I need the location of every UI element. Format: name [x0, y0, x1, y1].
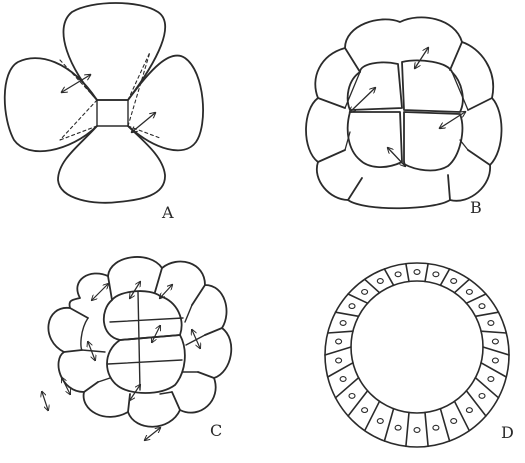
panel-d-cell-wall: [365, 401, 380, 430]
panel-d-nucleus: [362, 290, 368, 295]
panel-d-cell-wall: [483, 347, 509, 355]
panel-d-cell-wall: [406, 413, 409, 447]
panel-d-nucleus: [479, 394, 485, 399]
panel-a-arrow: [132, 113, 155, 132]
panel-d-nucleus: [433, 272, 439, 277]
panel-b-inner-cell: [348, 62, 402, 110]
panel-label-b: B: [470, 200, 482, 216]
panel-a-four-cell: [5, 3, 203, 203]
panel-d-nucleus: [362, 408, 368, 413]
panel-a-cell-bottom: [58, 126, 165, 203]
panel-d-nucleus: [395, 272, 401, 277]
panel-b-inner-cell: [404, 112, 462, 170]
panel-a-cell-left: [5, 58, 97, 151]
panel-a-center-facet: [97, 100, 128, 126]
panel-d-nucleus: [488, 321, 494, 326]
panel-c-arrow: [92, 284, 108, 300]
panel-d-inner-ring: [351, 281, 483, 413]
panel-d-nucleus: [492, 339, 498, 344]
panel-c-outer-divisions: [64, 268, 222, 412]
panel-d-nucleus: [479, 304, 485, 309]
panel-label-c: C: [210, 423, 222, 439]
panel-d-nucleus: [488, 377, 494, 382]
panel-b-arrow: [415, 48, 428, 68]
panel-d-cell-wall: [466, 294, 486, 303]
panel-d-cell-wall: [481, 331, 506, 333]
panel-c-arrow: [145, 428, 160, 440]
panel-b-outer-divisions: [318, 42, 492, 200]
panel-d-cell-wall: [384, 409, 393, 441]
panel-c-mid-cells: [81, 305, 205, 394]
panel-label-a: A: [162, 205, 174, 221]
panel-d-cell-wall: [455, 401, 470, 430]
panel-d-nucleus: [340, 377, 346, 382]
panel-d-cell-wall: [328, 331, 353, 333]
panel-d-cell-wall: [325, 347, 351, 355]
panel-d-cells: [325, 264, 509, 447]
panel-d-cell-wall: [384, 269, 393, 285]
panel-d-cell-wall: [481, 363, 506, 377]
panel-c-arrow: [160, 285, 172, 298]
panel-d-nucleus: [414, 270, 420, 275]
panel-a-cell-top: [63, 3, 165, 100]
panel-b-sixteen-cell: [306, 17, 502, 208]
panel-c-morula: [42, 257, 231, 440]
panel-d-nucleus: [466, 290, 472, 295]
panel-d-cell-wall: [425, 413, 428, 447]
panel-b-inner-cell: [348, 112, 402, 167]
panel-d-cell-wall: [336, 312, 359, 316]
panel-d-nucleus: [395, 425, 401, 430]
panel-d-nucleus: [340, 321, 346, 326]
panel-d-nucleus: [414, 428, 420, 433]
panel-d-nucleus: [336, 339, 342, 344]
panel-d-nucleus: [451, 279, 457, 284]
panel-d-cell-wall: [406, 264, 409, 282]
panel-d-cell-wall: [328, 363, 353, 377]
panel-d-nucleus: [466, 408, 472, 413]
panel-c-arrow: [42, 392, 48, 410]
panel-d-nucleus: [433, 425, 439, 430]
panel-b-inner-cell: [402, 60, 463, 112]
panel-d-nucleus: [349, 394, 355, 399]
panel-d-nucleus: [451, 419, 457, 424]
panel-c-inner-cells: [104, 291, 182, 340]
panel-d-nucleus: [377, 279, 383, 284]
panel-d-cell-wall: [348, 294, 368, 303]
panel-label-d: D: [501, 425, 514, 441]
panel-d-cell-wall: [475, 312, 498, 316]
panel-a-dotted-plane: [60, 52, 160, 140]
panel-d-cell-wall: [440, 269, 449, 285]
panel-d-nucleus: [492, 358, 498, 363]
panel-d-nucleus: [377, 419, 383, 424]
panel-c-arrow: [152, 326, 160, 342]
panel-d-outer-ring: [325, 263, 509, 447]
panel-d-cell-wall: [425, 264, 428, 282]
panel-d-nucleus: [336, 358, 342, 363]
panel-d-blastula: [325, 263, 509, 447]
panel-d-nucleus: [349, 304, 355, 309]
panel-d-cell-wall: [440, 409, 449, 441]
